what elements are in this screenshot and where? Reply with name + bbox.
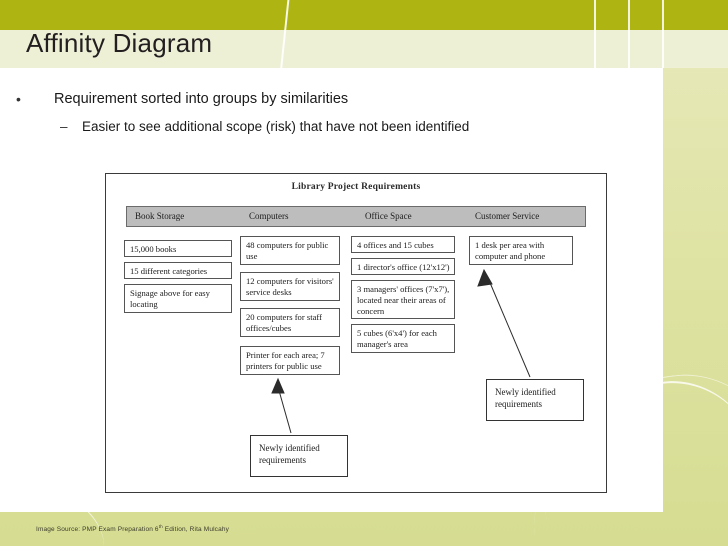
note-card: 15 different categories bbox=[124, 262, 232, 279]
bullet-level1: • Requirement sorted into groups by simi… bbox=[16, 91, 626, 107]
note-card: 12 computers for visitors' service desks bbox=[240, 272, 340, 301]
olive-header-band bbox=[0, 0, 728, 30]
affinity-diagram-figure: Library Project Requirements Book Storag… bbox=[105, 173, 607, 493]
pale-header-band bbox=[0, 30, 728, 68]
content-panel: • Requirement sorted into groups by simi… bbox=[0, 68, 663, 512]
bullet-level2: – Easier to see additional scope (risk) … bbox=[60, 119, 630, 134]
note-card: 1 desk per area with computer and phone bbox=[469, 236, 573, 265]
decorative-vertical-line-3 bbox=[662, 0, 664, 68]
arrow-head-right bbox=[477, 268, 493, 287]
note-card: 15,000 books bbox=[124, 240, 232, 257]
arrow-head-left bbox=[271, 377, 285, 394]
page-title: Affinity Diagram bbox=[26, 28, 213, 58]
figure-title: Library Project Requirements bbox=[291, 182, 421, 192]
callout-newly-identified-right: Newly identified requirements bbox=[486, 379, 584, 421]
note-card: 3 managers' offices (7'x7'), located nea… bbox=[351, 280, 455, 319]
note-card: 48 computers for public use bbox=[240, 236, 340, 265]
category-header-book-storage: Book Storage bbox=[135, 211, 185, 221]
arrow-line-left bbox=[277, 386, 292, 434]
category-header-bar: Book Storage Computers Office Space Cust… bbox=[126, 206, 586, 227]
category-header-office-space: Office Space bbox=[365, 211, 412, 221]
note-card: 4 offices and 15 cubes bbox=[351, 236, 455, 253]
note-card: 5 cubes (6'x4') for each manager's area bbox=[351, 324, 455, 353]
dash-marker-icon: – bbox=[60, 119, 68, 134]
note-card: Printer for each area; 7 printers for pu… bbox=[240, 346, 340, 375]
bullet-level2-text: Easier to see additional scope (risk) th… bbox=[82, 119, 470, 134]
note-card: 1 director's office (12'x12') bbox=[351, 258, 455, 275]
callout-newly-identified-left: Newly identified requirements bbox=[250, 435, 348, 477]
image-source-caption: Image Source: PMP Exam Preparation 6th E… bbox=[36, 524, 229, 533]
bullet-level1-text: Requirement sorted into groups by simila… bbox=[54, 91, 349, 107]
note-card: 20 computers for staff offices/cubes bbox=[240, 308, 340, 337]
image-source-prefix: Image Source: PMP Exam Preparation 6 bbox=[36, 526, 159, 534]
arrow-line-right bbox=[487, 277, 531, 378]
image-source-superscript: th bbox=[158, 524, 163, 529]
bullet-marker-icon: • bbox=[16, 91, 21, 107]
category-header-customer-service: Customer Service bbox=[475, 211, 540, 221]
category-header-computers: Computers bbox=[249, 211, 289, 221]
callout-arrows bbox=[271, 268, 531, 434]
note-card: Signage above for easy locating bbox=[124, 284, 232, 313]
image-source-suffix: Edition, Rita Mulcahy bbox=[162, 526, 230, 534]
